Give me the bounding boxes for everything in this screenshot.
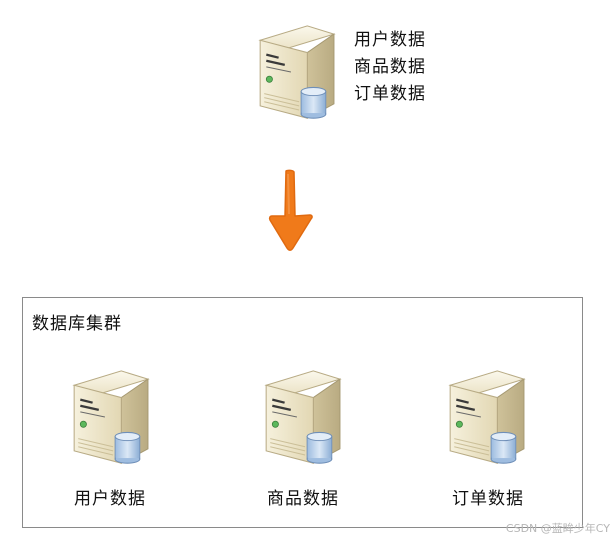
node-server-product-icon — [260, 360, 342, 470]
node-label-user-data: 用户数据 — [50, 484, 170, 509]
node-server-user-icon — [68, 360, 150, 470]
top-label-order-data: 订单数据 — [354, 81, 426, 108]
top-server-labels: 用户数据 商品数据 订单数据 — [354, 27, 426, 108]
down-arrow-icon — [266, 168, 316, 254]
cluster-title: 数据库集群 — [32, 309, 122, 334]
node-label-order-data: 订单数据 — [428, 484, 548, 509]
top-label-product-data: 商品数据 — [354, 54, 426, 81]
top-label-user-data: 用户数据 — [354, 27, 426, 54]
top-server-icon — [254, 14, 336, 126]
node-label-product-data: 商品数据 — [243, 484, 363, 509]
watermark: CSDN @蓝眸少年CY — [506, 520, 610, 536]
node-server-order-icon — [444, 360, 526, 470]
